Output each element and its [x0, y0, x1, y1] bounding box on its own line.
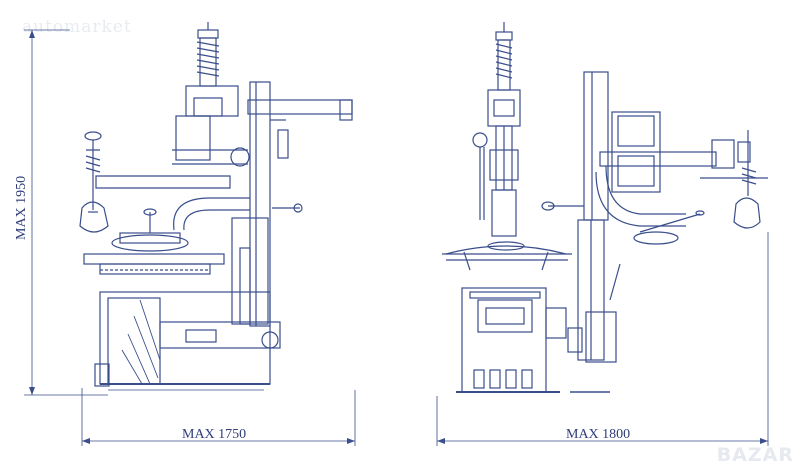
brand-logo: BAZAR [716, 444, 794, 466]
watermark: automarket [22, 17, 132, 37]
height-dimension-label: MAX 1950 [14, 176, 29, 240]
side-view [24, 22, 356, 446]
width-dimension-right-label: MAX 1800 [566, 427, 630, 442]
front-view [436, 22, 769, 446]
width-dimension-left-label: MAX 1750 [182, 427, 246, 442]
